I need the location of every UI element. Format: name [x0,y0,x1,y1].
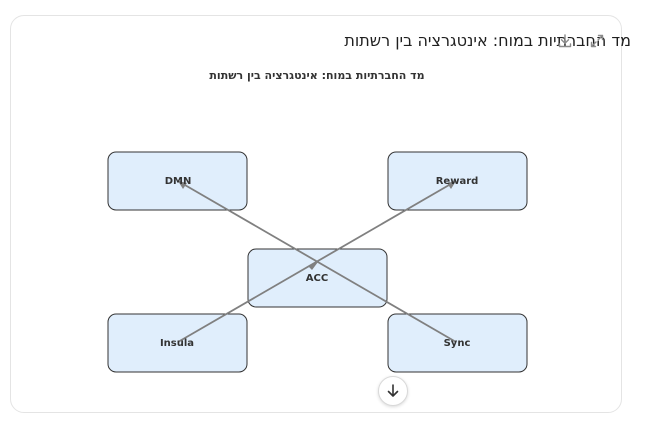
node-label-sync: Sync [444,338,471,349]
edges-group [177,180,457,343]
node-label-reward: Reward [436,176,479,187]
node-reward [387,151,528,211]
arrowhead-acc [308,262,318,270]
node-insula [107,313,248,373]
arrowhead-reward [447,181,456,189]
diagram-subtitle: מד החברתיות במוח: אינטגרציה בין רשתות [209,69,424,82]
expand-icon [590,34,604,48]
node-sync [387,313,528,373]
expand-button[interactable] [586,30,608,52]
node-dmn [107,151,248,211]
node-label-dmn: DMN [165,176,192,187]
download-button[interactable] [554,30,576,52]
download-icon [558,34,572,48]
edge-insula-reward [177,180,457,343]
node-label-acc: ACC [306,273,328,284]
node-label-insula: Insula [160,338,194,349]
arrow-down-icon [387,384,399,397]
arrowhead-dmn [178,181,187,189]
node-acc [247,248,388,308]
scroll-down-button[interactable] [378,376,408,406]
